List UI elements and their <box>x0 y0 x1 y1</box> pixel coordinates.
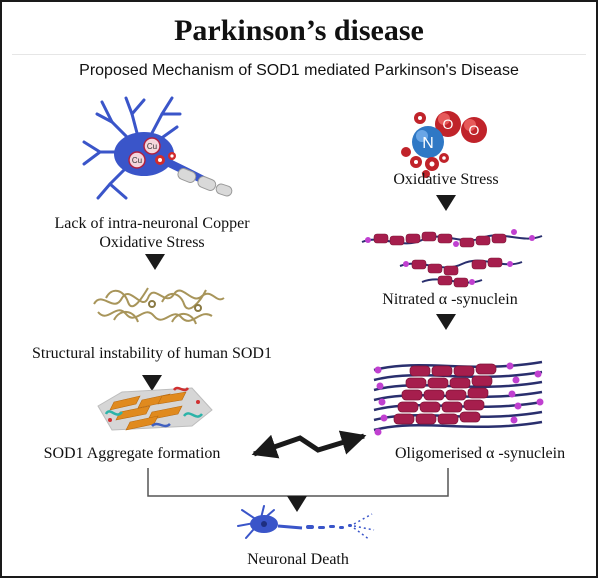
right-step2-label: Nitrated α -synuclein <box>382 291 517 308</box>
dying-neuron-illustration <box>237 505 375 541</box>
svg-text:O: O <box>443 116 454 132</box>
svg-text:O: O <box>469 122 480 138</box>
neuron-copper-illustration: Cu Cu <box>82 96 233 200</box>
left-step3-label: SOD1 Aggregate formation <box>44 445 221 462</box>
sod1-protein-illustration <box>93 287 225 325</box>
copper-label-1: Cu <box>132 156 142 165</box>
bidirectional-arrow <box>251 430 367 459</box>
left-step1-line1: Lack of intra-neuronal Copper <box>54 215 250 232</box>
bottom-arrow <box>287 496 307 512</box>
left-step1-line2: Oxidative Stress <box>99 234 204 251</box>
nitrated-synuclein-illustration <box>361 229 543 288</box>
right-arrow-1 <box>436 195 456 211</box>
right-step3-label: Oligomerised α -synuclein <box>395 445 565 462</box>
right-step1-label: Oxidative Stress <box>393 171 498 188</box>
left-arrow-1 <box>145 254 165 270</box>
nitrogen-label: N <box>422 135 434 152</box>
convergence-bracket <box>147 468 449 497</box>
left-step2-label: Structural instability of human SOD1 <box>32 345 272 362</box>
figure-subtitle: Proposed Mechanism of SOD1 mediated Park… <box>79 62 519 79</box>
left-arrow-2 <box>142 375 162 391</box>
outcome-label: Neuronal Death <box>247 551 349 568</box>
oligomer-fibril-illustration <box>373 360 544 436</box>
sod1-aggregate-illustration <box>97 386 213 431</box>
figure-title: Parkinson’s disease <box>174 14 424 47</box>
right-arrow-2 <box>436 314 456 330</box>
copper-label-2: Cu <box>147 142 157 151</box>
peroxynitrite-molecule-illustration: O O N <box>401 111 487 178</box>
title-divider <box>12 54 586 55</box>
